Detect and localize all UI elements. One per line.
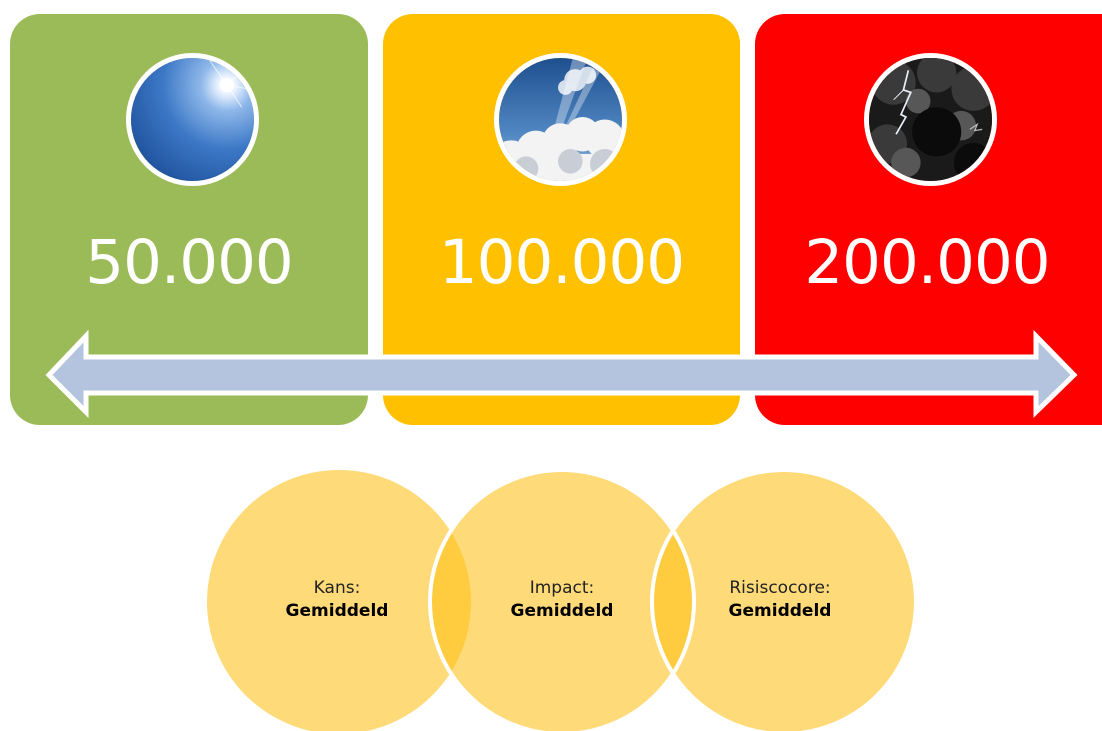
risk-item-kans: Kans: Gemiddeld — [262, 577, 412, 623]
storm-clouds-lightning-icon — [864, 53, 997, 186]
venn-circle-kans — [207, 470, 471, 731]
venn-circle-outline-risicoscore — [650, 468, 918, 731]
risk-item-impact: Impact: Gemiddeld — [487, 577, 637, 623]
scenario-card-medium: 100.000 — [383, 14, 740, 425]
risk-value: Gemiddeld — [728, 601, 832, 621]
risk-item-risicoscore: Risiscocore: Gemiddeld — [705, 577, 855, 623]
venn-circle-risicoscore — [652, 470, 916, 731]
venn-circle-impact — [430, 470, 694, 731]
clear-sky-sun-icon — [126, 53, 259, 186]
scenario-value: 200.000 — [804, 227, 1050, 298]
partly-cloudy-sky-icon — [494, 53, 627, 186]
risk-label: Risiscocore: — [729, 578, 831, 598]
risk-value: Gemiddeld — [285, 601, 389, 621]
scenario-value: 100.000 — [438, 227, 685, 298]
risk-value: Gemiddeld — [510, 601, 614, 621]
venn-circle-outline-impact — [428, 468, 696, 731]
risk-label: Kans: — [313, 578, 361, 598]
scenario-value: 50.000 — [85, 227, 293, 298]
risk-label: Impact: — [529, 578, 595, 598]
